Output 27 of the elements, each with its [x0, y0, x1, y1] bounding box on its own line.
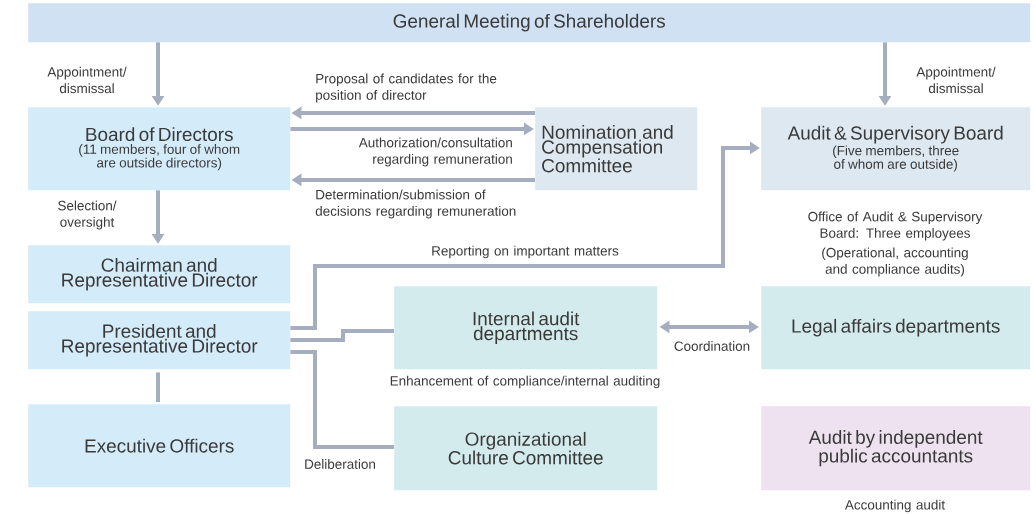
org-box: Organizational Culture Committee [394, 406, 658, 491]
org-box: Audit & Supervisory Board (Five members, three of whom are outside) [761, 107, 1031, 191]
edge-label: Coordination [674, 341, 750, 351]
org-box: President and Representative Director [28, 311, 291, 370]
org-box: Nomination and Compensation Committee [535, 107, 698, 191]
edge-label: Determination/submission of decisions regarding remuneration [315, 189, 516, 219]
connector-line [156, 372, 160, 402]
note-text: Office of Audit & Supervisory Board: Three employees [808, 211, 983, 241]
org-box: Audit by independent public accountants [761, 406, 1031, 491]
org-box: Legal affairs departments [761, 286, 1031, 370]
edge-label: Appointment/ dismissal [916, 66, 996, 94]
connector-line [290, 329, 394, 342]
connector-line [290, 350, 394, 449]
edge-label: Appointment/ dismissal [47, 66, 127, 94]
edge-label: Reporting on important matters [432, 245, 619, 259]
edge-label: Proposal of candidates for the position of director [316, 73, 497, 103]
note-text: Enhancement of compliance/internal auditing [390, 375, 660, 389]
edge-label: Deliberation [305, 459, 375, 469]
edge-label: Authorization/consultation regarding remuneration [358, 137, 512, 167]
note-text: Accounting audit [844, 499, 945, 513]
org-box: General Meeting of Shareholders [28, 3, 1031, 43]
org-box: Chairman and Representative Director [28, 245, 291, 304]
note-text: (Operational, accounting and compliance audits) [822, 247, 968, 277]
org-box: Board of Directors (11 members, four of whom are outside directors) [28, 107, 291, 191]
edge-label: Selection/ oversight [58, 200, 117, 230]
org-box: Executive Officers [28, 404, 291, 488]
org-box: Internal audit departments [394, 286, 658, 370]
